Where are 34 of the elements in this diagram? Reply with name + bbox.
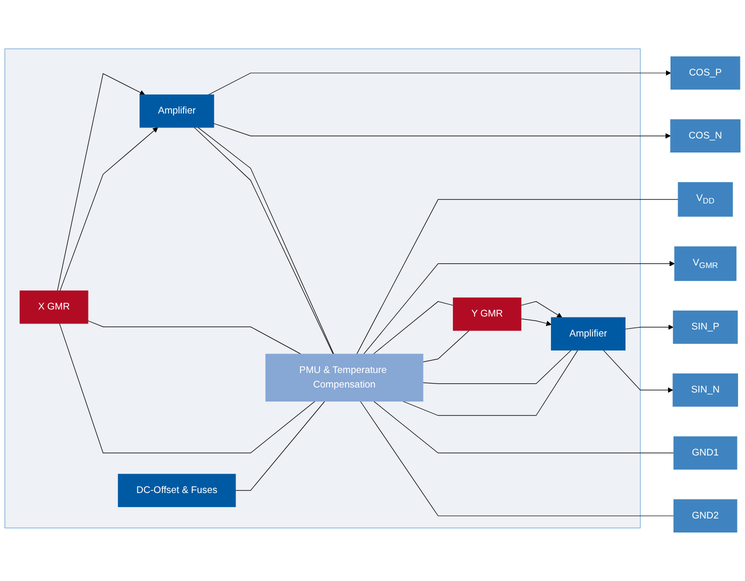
- connector: [235, 400, 326, 491]
- node-box: SIN_N: [672, 373, 738, 407]
- arrow: [520, 301, 562, 318]
- connector: [59, 323, 316, 454]
- node-box: SIN_P: [672, 310, 738, 344]
- node-box: Amplifier: [140, 94, 214, 128]
- node-box: X GMR: [20, 290, 88, 324]
- node-box: Amplifier: [550, 317, 626, 350]
- arrow: [624, 324, 674, 330]
- node-box: GND2: [673, 499, 738, 532]
- connector: [88, 320, 302, 354]
- connector: [356, 199, 678, 354]
- node-box: DC-Offset & Fuses: [118, 474, 236, 508]
- connector: [373, 400, 674, 454]
- connector: [422, 350, 572, 384]
- arrow: [57, 73, 145, 292]
- node-box: COS_P: [670, 56, 740, 90]
- node-box: V$_{GMR}$: [674, 246, 736, 281]
- arrow: [208, 70, 672, 96]
- connector: [360, 400, 674, 516]
- node-box: PMU & Temperature Compensation: [265, 354, 424, 402]
- node-box: GND1: [673, 436, 738, 470]
- arrow: [363, 260, 675, 354]
- arrow: [60, 127, 158, 292]
- arrow: [520, 318, 552, 326]
- node-box: V$_{DD}$: [678, 182, 733, 217]
- cluster: [4, 48, 641, 528]
- connector: [373, 301, 454, 354]
- connector: [402, 350, 578, 416]
- connector: [422, 330, 470, 362]
- node-box: Y GMR: [452, 298, 522, 331]
- arrow: [214, 123, 671, 139]
- node-box: COS_N: [670, 119, 740, 153]
- arrow: [603, 350, 674, 393]
